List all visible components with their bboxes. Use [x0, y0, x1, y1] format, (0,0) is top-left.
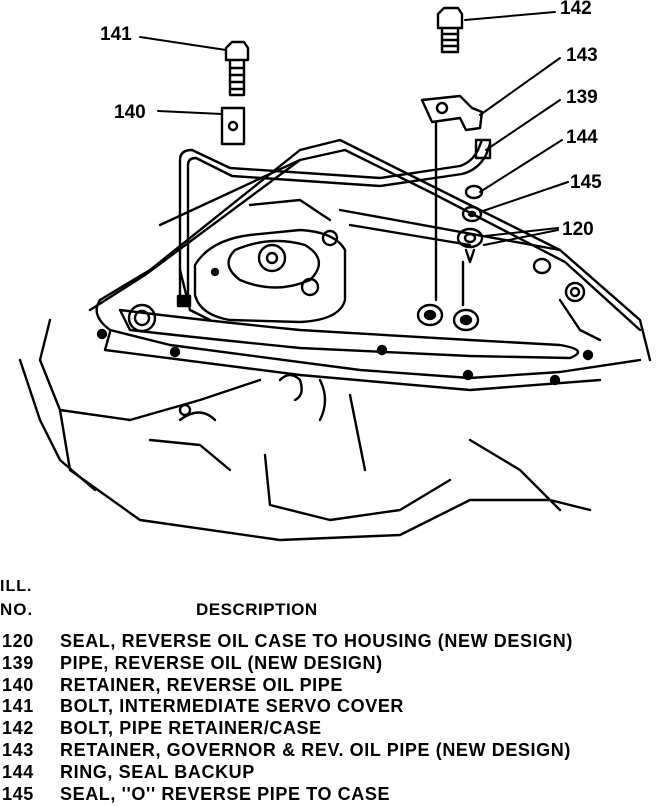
legend-number: 142: [2, 718, 34, 739]
legend-row: 142 BOLT, PIPE RETAINER/CASE: [0, 718, 672, 740]
legend-number: 143: [2, 739, 34, 760]
seal-stack: [456, 184, 484, 307]
leader-lines: [139, 11, 569, 246]
gasket-rail: [118, 281, 586, 360]
legend-row: 143 RETAINER, GOVERNOR & REV. OIL PIPE (…: [0, 740, 672, 762]
callout-143: 143: [566, 45, 598, 66]
legend-description: RING, SEAL BACKUP: [60, 761, 255, 782]
callout-145: 145: [570, 172, 602, 193]
header-description: DESCRIPTION: [196, 600, 318, 619]
legend-description: PIPE, REVERSE OIL (NEW DESIGN): [60, 652, 383, 673]
header-no: NO.: [0, 600, 34, 619]
transmission-case: [18, 138, 652, 542]
legend-description: BOLT, PIPE RETAINER/CASE: [60, 718, 322, 739]
callout-144: 144: [566, 127, 598, 148]
legend-row: 140 RETAINER, REVERSE OIL PIPE: [0, 675, 672, 697]
reverse-oil-pipe: [178, 138, 492, 297]
legend-row: 144 RING, SEAL BACKUP: [0, 762, 672, 784]
legend-number: 141: [2, 696, 34, 717]
legend-row: 141 BOLT, INTERMEDIATE SERVO COVER: [0, 696, 672, 718]
header-ill: ILL.: [0, 578, 33, 595]
legend-description: BOLT, INTERMEDIATE SERVO COVER: [60, 696, 405, 717]
callout-142: 142: [560, 0, 592, 19]
legend-number: 139: [2, 652, 34, 673]
servo-cover-assembly: [176, 198, 347, 324]
legend-number: 145: [2, 783, 34, 804]
legend-description: RETAINER, REVERSE OIL PIPE: [60, 674, 343, 695]
bolt-142-part: [436, 6, 464, 54]
callout-139: 139: [566, 87, 598, 108]
legend-row: 120 SEAL, REVERSE OIL CASE TO HOUSING (N…: [0, 631, 672, 653]
legend-rows: 120 SEAL, REVERSE OIL CASE TO HOUSING (N…: [0, 631, 672, 805]
retainer-143-part: [420, 94, 484, 302]
legend-description: SEAL, REVERSE OIL CASE TO HOUSING (NEW D…: [60, 631, 573, 651]
legend-row: 145 SEAL, ''O'' REVERSE PIPE TO CASE: [0, 784, 672, 806]
legend-number: 144: [2, 761, 34, 782]
exploded-diagram: 142 141 143 139 140 144 145 120: [18, 0, 652, 542]
callout-141: 141: [100, 24, 132, 45]
bolt-141-part: [224, 40, 250, 97]
legend-row: 139 PIPE, REVERSE OIL (NEW DESIGN): [0, 653, 672, 675]
case-bosses: [96, 257, 594, 417]
legend-description: SEAL, ''O'' REVERSE PIPE TO CASE: [60, 783, 391, 804]
callout-140: 140: [114, 102, 146, 123]
retainer-140-part: [220, 106, 246, 146]
callout-120: 120: [562, 219, 594, 240]
legend-number: 120: [2, 631, 34, 651]
legend-number: 140: [2, 674, 34, 695]
legend-description: RETAINER, GOVERNOR & REV. OIL PIPE (NEW …: [60, 739, 571, 760]
